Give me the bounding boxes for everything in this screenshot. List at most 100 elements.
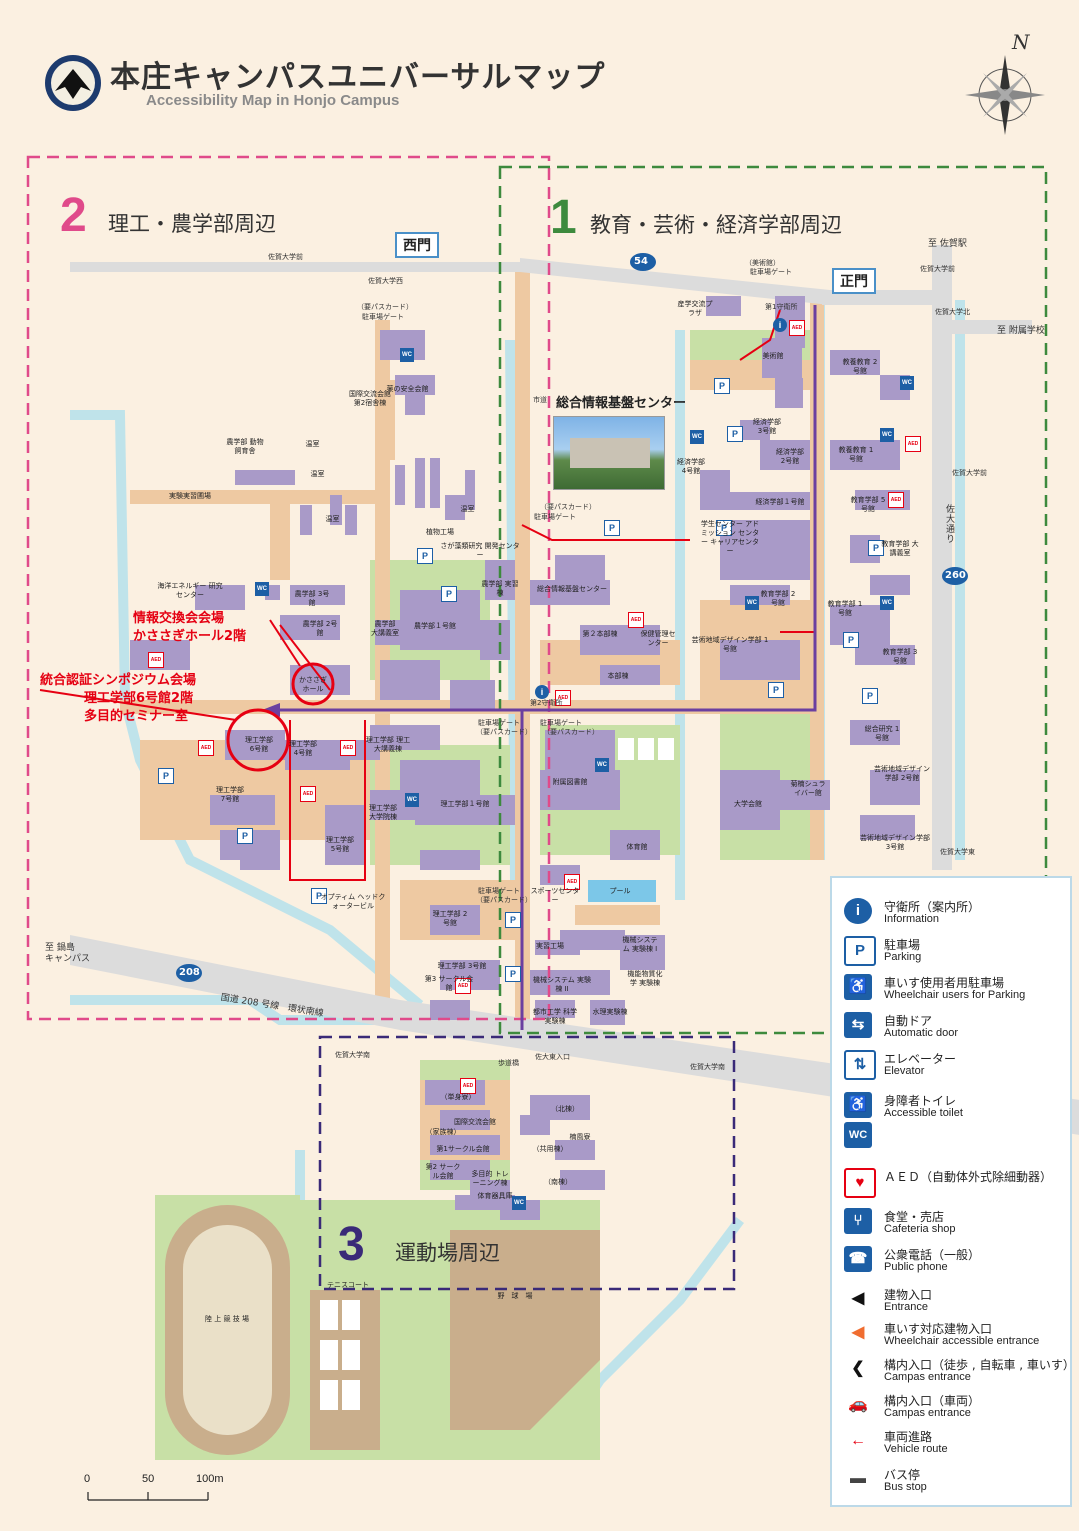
bus-east: 佐賀大学東: [940, 848, 975, 856]
info-icon: i: [773, 318, 787, 332]
building-block: [430, 1000, 470, 1020]
zone-2-label: 理工・農学部周辺: [108, 212, 276, 236]
building-label-dorm-share: （共用棟）: [532, 1145, 568, 1153]
building-block: [855, 645, 915, 665]
building-block: [530, 970, 610, 995]
building-label-athletics: 陸 上 競 技 場: [205, 1315, 249, 1323]
vehicle-routes: [279, 309, 815, 881]
building-label-kasasagi: かささぎ ホール: [299, 676, 327, 693]
building-block: [195, 585, 245, 610]
building-block: [870, 770, 920, 805]
legend-label: 建物入口: [884, 1288, 933, 1302]
building-block: [720, 520, 810, 580]
exchange-note-line-2: かささぎホール2階: [133, 629, 247, 644]
parking-icon: P: [158, 768, 174, 784]
building-label-gym: 体育館: [626, 843, 648, 851]
bus-front-3: 佐賀大学前: [952, 469, 987, 477]
building-label-industry: 産学交流プラザ: [677, 300, 713, 317]
to-attached-school: 至 附属学校: [997, 326, 1045, 336]
symposium-note: 統合認証シンポジウム会場 理工学部6号館2階 多目的セミナー室: [40, 672, 196, 726]
exchange-note: 情報交換会会場 かささぎホール2階: [133, 610, 246, 646]
building-label-saga-research: さが藻類研究 開発センター: [440, 542, 520, 559]
info-icon: i: [535, 685, 549, 699]
parking-icon: P: [505, 966, 521, 982]
parking-icon: P: [768, 682, 784, 698]
aed-icon: AED: [300, 786, 316, 802]
building-label-plant-factory: 植物工場: [426, 528, 454, 536]
building-label-tennis: テニスコート: [327, 1281, 369, 1289]
building-block: [555, 1140, 595, 1160]
accessible-toilet-icon: WC: [745, 596, 759, 610]
building-label-art-design-3: 芸術地域デザイン学部 3号館: [860, 834, 930, 851]
accessible-toilet-icon: ♿: [844, 1092, 872, 1118]
building-label-sci-lecture: 理工学部 理工大講義棟: [365, 736, 411, 753]
legend-label-en: Cafeteria shop: [884, 1223, 956, 1235]
building-block: [590, 1000, 625, 1025]
route-260-sign: [942, 567, 968, 585]
building-block: [540, 770, 620, 810]
scale-bar: [87, 1492, 209, 1501]
parking-gate-card-4: （要パスカード）: [543, 728, 599, 736]
aed-icon: AED: [564, 874, 580, 890]
building-label-mech-1: 機械システム 実験棟 I: [622, 936, 658, 953]
parking-icon: P: [311, 888, 327, 904]
art-parking-gate-1: （美術館）: [745, 259, 780, 267]
building-block: [830, 605, 890, 645]
bus-front-2: 佐賀大学前: [920, 265, 955, 273]
building-block: [210, 795, 275, 825]
building-block: [720, 770, 780, 830]
symposium-route: [270, 305, 817, 1030]
parking-gate-2: 駐車場ゲート: [534, 513, 576, 521]
building-label-sci-6: 理工学部 6号館: [245, 736, 273, 753]
accessible-toilet-icon: WC: [255, 582, 269, 596]
aed-icon: AED: [628, 612, 644, 628]
accessible-toilet-icon: WC: [405, 793, 419, 807]
accessible-toilet-icon: WC: [900, 376, 914, 390]
parking-gate-card-3: （要パスカード）: [476, 728, 532, 736]
north-label: N: [1012, 30, 1030, 54]
aed-icon: AED: [555, 690, 571, 706]
building-label-chem: 機能物質化学 実験棟: [627, 970, 663, 987]
art-parking-gate-2: 駐車場ゲート: [750, 268, 792, 276]
zone-1-outline: [498, 165, 1048, 1035]
building-label-econ-1: 経済学部１号館: [755, 498, 805, 506]
building-label-edu-1: 教養教育 1号館: [838, 446, 874, 463]
building-block: [720, 640, 800, 680]
building-block: [706, 296, 741, 316]
legend-label-en: Vehicle route: [884, 1443, 948, 1455]
scale-100: 100m: [196, 1473, 224, 1485]
building-block: [600, 665, 660, 685]
building-label-greenhouse: 温室: [305, 440, 320, 448]
bus-stop-icon: ▬: [850, 1470, 866, 1487]
route-arrow-head: [262, 703, 280, 717]
aed-icon: AED: [789, 320, 805, 336]
info-icon: i: [844, 898, 872, 924]
legend-label-en: Campas entrance: [884, 1371, 971, 1383]
aed-icon: AED: [905, 436, 921, 452]
accessible-toilet-icon: WC: [880, 596, 894, 610]
building-block: [530, 580, 610, 605]
building-block: [610, 830, 660, 860]
parking-gate-4: 駐車場ゲート: [540, 719, 582, 727]
building-label-edu-dept-2: 教育学部 2号館: [760, 590, 796, 607]
route-208-sign: [176, 964, 202, 982]
building-block: [405, 395, 425, 415]
legend-label: 公衆電話（一般）: [884, 1248, 981, 1262]
to-nabeshima-1: 至 鍋島: [45, 943, 75, 953]
building-block: [400, 590, 480, 650]
building-label-dorm-south: （南棟）: [544, 1178, 572, 1186]
building-label-intl-hall: 国際交流会館: [454, 1118, 496, 1126]
building-label-sports-center: スポーツセンター: [530, 887, 580, 904]
accessible-toilet-icon: WC: [595, 758, 609, 772]
building-label-dorm-north: （北棟）: [551, 1105, 579, 1113]
parking-gate-card-2: （要パスカード）: [540, 503, 596, 511]
aed-icon: ♥: [844, 1168, 876, 1198]
zone-2-outline: [26, 155, 551, 1021]
pool: [588, 880, 656, 902]
building-label-student-center: 学生センター アドミッション センター キャリアセンター: [700, 520, 760, 555]
building-label-training: 多目的 トレーニング棟: [471, 1170, 509, 1187]
building-block: [280, 615, 340, 640]
building-label-edu-dept-5: 教育学部 5号館: [850, 496, 886, 513]
scale-0: 0: [84, 1473, 91, 1485]
